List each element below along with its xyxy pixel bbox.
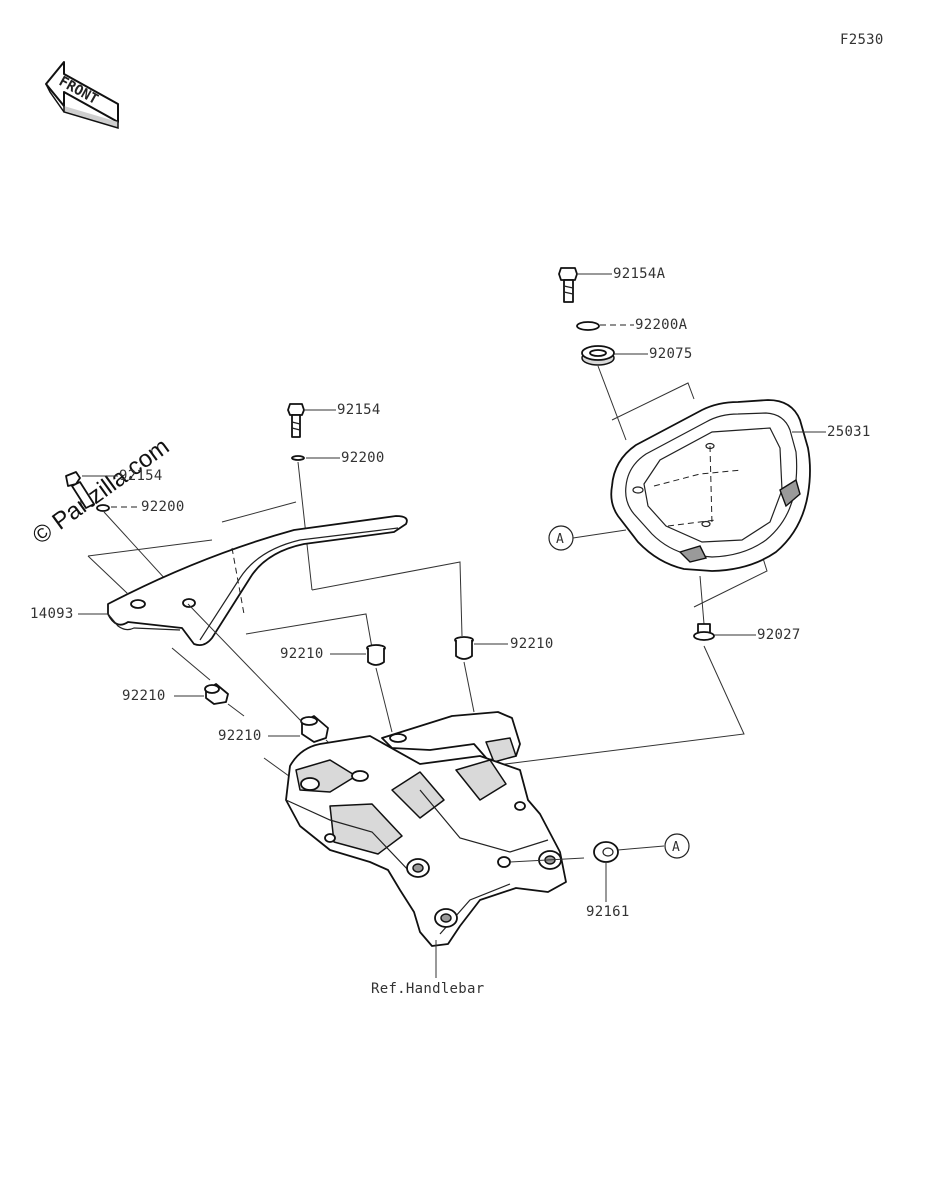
diagram-ref-code: F2530 (840, 32, 884, 48)
callout-a-lower (664, 833, 690, 859)
meter-25031-icon (610, 399, 811, 572)
label-92154a: 92154A (613, 266, 666, 282)
label-92027: 92027 (757, 627, 801, 643)
washer-92200a-icon (576, 321, 600, 331)
label-92161: 92161 (586, 904, 630, 920)
label-92200-top: 92200 (341, 450, 385, 466)
collar-92210-mid-icon (366, 644, 386, 666)
label-92210-left: 92210 (122, 688, 166, 704)
collar-92210-left-icon (204, 683, 229, 705)
label-92210-right: 92210 (510, 636, 554, 652)
label-14093: 14093 (30, 606, 74, 622)
bolt-92154a-icon (558, 267, 578, 303)
label-92154-left: 92154 (119, 468, 163, 484)
callout-a-upper-label: A (556, 532, 564, 547)
label-92210-low: 92210 (218, 728, 262, 744)
bolt-92027-icon (693, 623, 715, 641)
callout-a-lower-label: A (672, 840, 680, 855)
front-arrow-icon: FRONT (45, 61, 119, 130)
label-92200-left: 92200 (141, 499, 185, 515)
reference-handlebar: Ref.Handlebar (371, 981, 484, 997)
collar-92210-low-icon (300, 715, 329, 743)
washer-92200-top-icon (291, 455, 305, 461)
nut-92161-icon (593, 841, 619, 863)
windshield-14093-icon (87, 515, 408, 647)
label-92200a: 92200A (635, 317, 688, 333)
meter-stay-bracket-icon (285, 711, 567, 947)
bolt-92154-top-icon (287, 403, 305, 438)
label-25031: 25031 (827, 424, 871, 440)
collar-92210-right-icon (454, 636, 474, 660)
bolt-92154-left-icon (65, 471, 95, 509)
label-92210-mid: 92210 (280, 646, 324, 662)
grommet-92075-icon (581, 345, 615, 366)
label-92154-top: 92154 (337, 402, 381, 418)
washer-92200-left-icon (96, 504, 110, 512)
watermark: © Partzilla.com (28, 433, 175, 550)
label-92075: 92075 (649, 346, 693, 362)
